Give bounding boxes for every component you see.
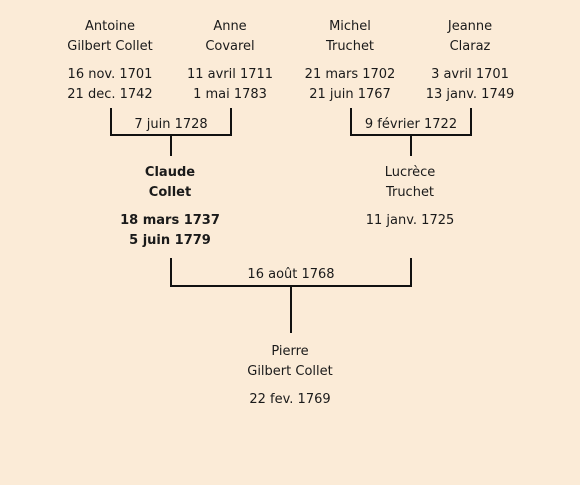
connector-lucrece xyxy=(410,258,412,287)
person-claude: Claude Collet 18 mars 1737 5 juin 1779 xyxy=(100,163,240,251)
life-dates: 11 avril 1711 1 mai 1783 xyxy=(160,65,300,105)
descent-line-lucrece xyxy=(410,136,412,156)
first-name: Pierre xyxy=(271,344,309,359)
connector-claude xyxy=(170,258,172,287)
life-dates: 11 janv. 1725 xyxy=(340,211,480,231)
life-dates: 21 mars 1702 21 juin 1767 xyxy=(280,65,420,105)
person-anne: Anne Covarel 11 avril 1711 1 mai 1783 xyxy=(160,17,300,105)
birth-date: 21 mars 1702 xyxy=(304,67,396,82)
union-line-michel-jeanne xyxy=(350,134,472,136)
life-dates: 22 fev. 1769 xyxy=(220,390,360,410)
first-name: Michel xyxy=(329,19,371,34)
birth-date: 18 mars 1737 xyxy=(120,213,220,228)
death-date: 21 dec. 1742 xyxy=(67,87,153,102)
marriage-date-claude-lucrece: 16 août 1768 xyxy=(247,267,335,282)
descent-line-claude xyxy=(170,136,172,156)
life-dates: 18 mars 1737 5 juin 1779 xyxy=(100,211,240,251)
last-name: Gilbert Collet xyxy=(67,39,153,54)
person-michel: Michel Truchet 21 mars 1702 21 juin 1767 xyxy=(280,17,420,105)
person-jeanne: Jeanne Claraz 3 avril 1701 13 janv. 1749 xyxy=(400,17,540,105)
last-name: Truchet xyxy=(385,185,435,200)
last-name: Truchet xyxy=(325,39,375,54)
last-name: Collet xyxy=(148,185,192,200)
connector-michel xyxy=(350,108,352,136)
first-name: Anne xyxy=(213,19,247,34)
person-pierre: Pierre Gilbert Collet 22 fev. 1769 xyxy=(220,342,360,410)
descent-line-pierre xyxy=(290,287,292,333)
birth-date: 22 fev. 1769 xyxy=(249,392,331,407)
birth-date: 3 avril 1701 xyxy=(431,67,509,82)
connector-anne xyxy=(230,108,232,136)
birth-date: 16 nov. 1701 xyxy=(67,67,153,82)
first-name: Lucrèce xyxy=(384,165,436,180)
death-date: 21 juin 1767 xyxy=(309,87,391,102)
marriage-date-michel-jeanne: 9 février 1722 xyxy=(364,117,458,132)
birth-date: 11 janv. 1725 xyxy=(365,213,455,228)
death-date: 13 janv. 1749 xyxy=(425,87,515,102)
connector-antoine xyxy=(110,108,112,136)
first-name: Jeanne xyxy=(447,19,493,34)
life-dates: 16 nov. 1701 21 dec. 1742 xyxy=(40,65,180,105)
death-date: 5 juin 1779 xyxy=(129,233,211,248)
connector-jeanne xyxy=(470,108,472,136)
birth-date: 11 avril 1711 xyxy=(186,67,274,82)
death-date: 1 mai 1783 xyxy=(193,87,267,102)
last-name: Covarel xyxy=(205,39,255,54)
first-name: Antoine xyxy=(84,19,136,34)
person-antoine: Antoine Gilbert Collet 16 nov. 1701 21 d… xyxy=(40,17,180,105)
person-lucrece: Lucrèce Truchet 11 janv. 1725 xyxy=(340,163,480,231)
marriage-date-antoine-anne: 7 juin 1728 xyxy=(134,117,208,132)
life-dates: 3 avril 1701 13 janv. 1749 xyxy=(400,65,540,105)
union-line-claude-lucrece xyxy=(170,285,412,287)
last-name: Gilbert Collet xyxy=(247,364,333,379)
union-line-antoine-anne xyxy=(110,134,232,136)
first-name: Claude xyxy=(144,165,196,180)
last-name: Claraz xyxy=(449,39,491,54)
